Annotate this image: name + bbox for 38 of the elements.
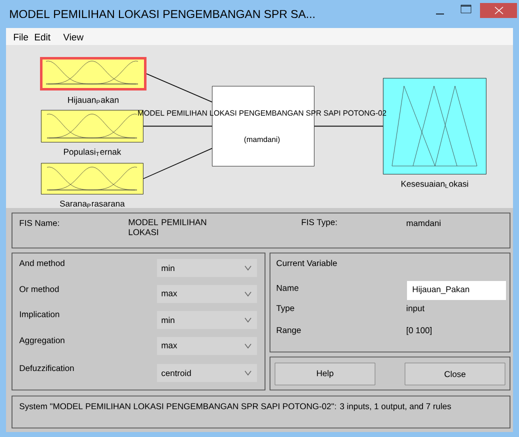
window-title: MODEL PEMILIHAN LOKASI PENGEMBANGAN SPR SA... (10, 10, 314, 18)
panel-label: Range (276, 327, 301, 335)
panel-label: input (406, 305, 424, 313)
button: Close (404, 362, 506, 386)
menu-item: View (63, 34, 84, 40)
panel-label: mamdani (406, 220, 440, 226)
panel-label: And method (19, 260, 64, 266)
panel-label: Aggregation (19, 337, 64, 345)
connector-line (146, 73, 212, 102)
dropdown: min (157, 311, 257, 329)
menu-item: File (14, 34, 28, 40)
panel-label: FIS Name: (20, 220, 59, 226)
connector-line (314, 126, 384, 127)
dropdown: max (157, 285, 257, 303)
input-variable-box: Sarana$_{P}$rasarana (41, 163, 144, 208)
dropdown: max (157, 337, 257, 355)
dropdown: centroid (157, 364, 257, 382)
menu-item: Edit (34, 34, 50, 40)
panel-label: System "MODEL PEMILIHAN LOKASI PENGEMBANGAN SPR SAPI POTONG-02": 3 inputs, 1 output, and 7 rules (20, 403, 451, 411)
panel-label: Implication (20, 311, 60, 319)
panel-label: [0 100] (406, 327, 432, 335)
dropdown: min (157, 259, 257, 277)
panel-label: Name (276, 285, 298, 291)
input-field: Hijauan_Pakan (407, 281, 506, 300)
panel-label: FIS Type: (302, 219, 337, 227)
panel-label: Type (276, 305, 294, 313)
input-variable-box: Hijauan$_{P}$akan (40, 57, 146, 105)
node-label: Populasi$_{T}$ernak (64, 148, 122, 156)
panel-label: Current Variable (276, 260, 337, 266)
node-label: Sarana$_{P}$rasarana (60, 200, 125, 208)
button: Help (274, 362, 376, 386)
panel-label: MODEL PEMILIHAN LOKASI (128, 219, 206, 236)
connector-line (143, 148, 212, 180)
node-label: Hijauan$_{P}$akan (68, 96, 118, 105)
panel-label: Defuzzification (20, 364, 74, 372)
node-label: Kesesuaian$_{L}$okasi (401, 180, 468, 188)
connector-line (143, 126, 212, 127)
panel-label: Or method (20, 286, 59, 292)
